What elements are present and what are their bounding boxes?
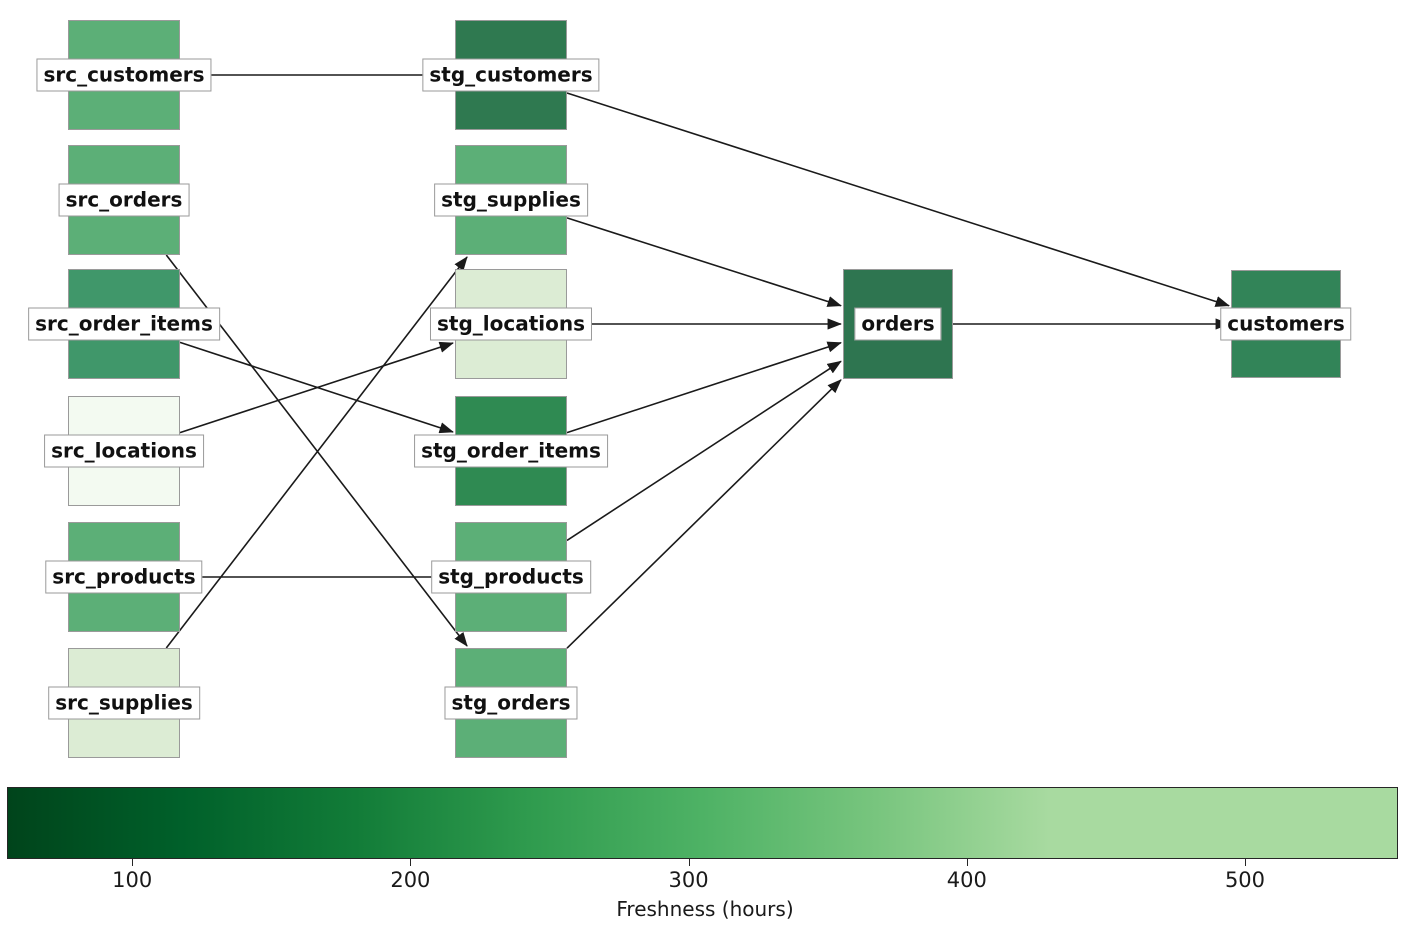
node-label-stg_locations[interactable]: stg_locations xyxy=(429,307,593,341)
node-label-stg_orders[interactable]: stg_orders xyxy=(444,686,578,720)
node-label-customers[interactable]: customers xyxy=(1220,307,1352,341)
node-label-src_locations[interactable]: src_locations xyxy=(44,434,204,468)
colorbar-tick-400 xyxy=(966,859,968,866)
edge-src_locations-to-stg_locations xyxy=(179,341,454,434)
edge-stg_supplies-to-orders xyxy=(566,217,842,307)
edge-stg_orders-to-orders xyxy=(566,379,842,649)
node-label-src_orders[interactable]: src_orders xyxy=(58,183,190,217)
colorbar-tick-100 xyxy=(132,859,134,866)
colorbar-gradient xyxy=(8,788,1397,858)
colorbar-ticklabel-200: 200 xyxy=(390,868,431,892)
colorbar-ticklabel-400: 400 xyxy=(946,868,987,892)
node-label-stg_order_items[interactable]: stg_order_items xyxy=(414,434,608,468)
node-label-stg_products[interactable]: stg_products xyxy=(431,560,591,594)
colorbar-ticklabel-500: 500 xyxy=(1224,868,1266,892)
colorbar-tick-200 xyxy=(410,859,412,866)
colorbar-tick-500 xyxy=(1244,859,1246,866)
edge-stg_order_items-to-orders xyxy=(566,341,842,434)
edge-stg_customers-to-customers xyxy=(566,92,1230,307)
edge-src_supplies-to-stg_supplies xyxy=(165,256,468,649)
node-label-src_products[interactable]: src_products xyxy=(45,560,203,594)
node-label-src_order_items[interactable]: src_order_items xyxy=(28,307,220,341)
node-label-stg_customers[interactable]: stg_customers xyxy=(422,58,600,92)
node-label-orders[interactable]: orders xyxy=(854,307,942,341)
colorbar-axis-label: Freshness (hours) xyxy=(616,897,794,921)
freshness-colorbar xyxy=(7,787,1398,859)
colorbar-ticklabel-100: 100 xyxy=(112,868,153,892)
edge-stg_products-to-orders xyxy=(566,360,842,542)
node-label-src_supplies[interactable]: src_supplies xyxy=(48,686,200,720)
colorbar-tick-300 xyxy=(688,859,690,866)
node-label-stg_supplies[interactable]: stg_supplies xyxy=(434,183,588,217)
colorbar-ticklabel-300: 300 xyxy=(668,868,709,892)
node-label-src_customers[interactable]: src_customers xyxy=(36,58,212,92)
